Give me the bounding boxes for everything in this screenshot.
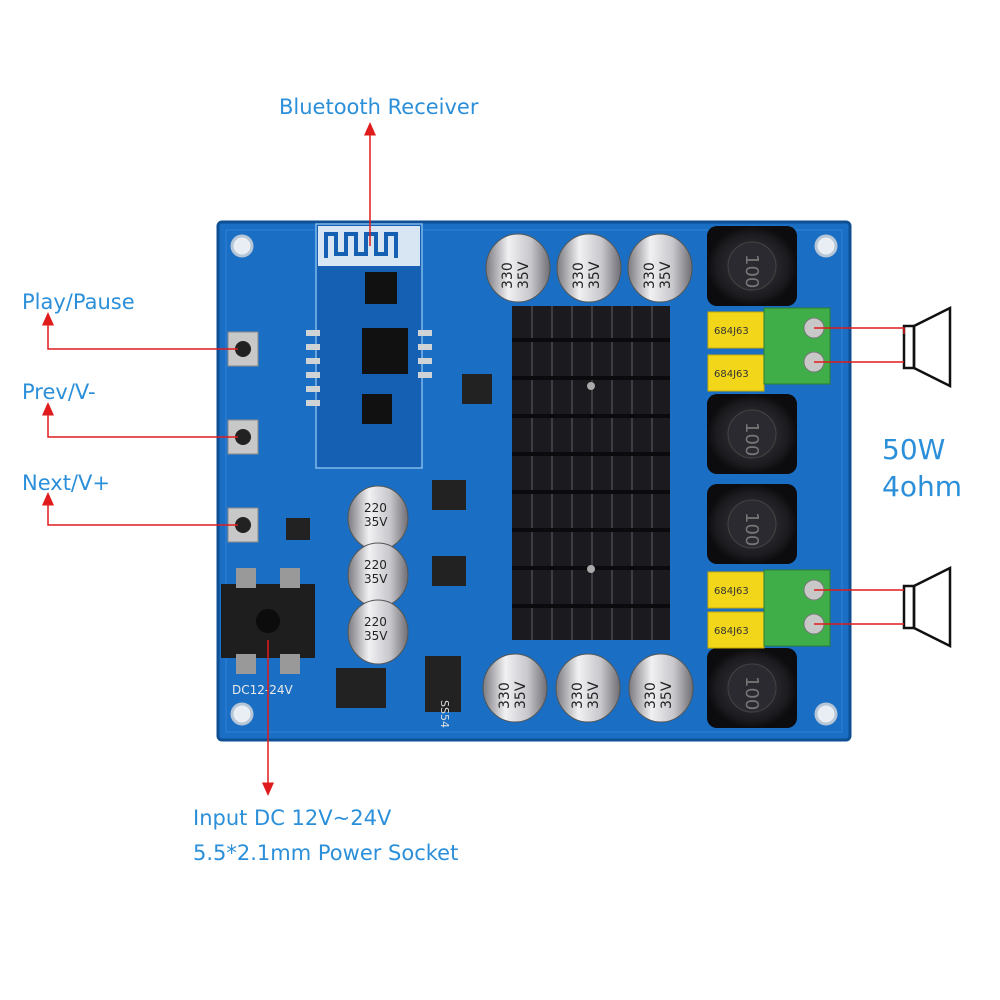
capacitor-top-2 xyxy=(556,233,622,303)
capacitor-bottom-1 xyxy=(482,653,548,723)
cap-value: 220 xyxy=(364,501,387,515)
bluetooth-receiver-label: Bluetooth Receiver xyxy=(279,95,479,119)
inductor-marking: 100 xyxy=(741,512,762,546)
film-cap-marking: 684J63 xyxy=(714,626,749,637)
cap-voltage: 35V xyxy=(586,681,602,709)
cap-value: 220 xyxy=(364,615,387,629)
smd-components xyxy=(286,374,492,712)
cap-value: 330 xyxy=(642,262,658,289)
cap-voltage: 35V xyxy=(513,681,529,709)
cap-voltage: 35V xyxy=(587,261,603,289)
cap-voltage: 35V xyxy=(364,572,388,586)
heatsink xyxy=(512,306,670,640)
play-pause-label: Play/Pause xyxy=(22,290,135,314)
cap-voltage: 35V xyxy=(364,515,388,529)
capacitor-top-3 xyxy=(627,233,693,303)
cap-value: 330 xyxy=(500,262,516,289)
impedance-label: 4ohm xyxy=(882,470,962,503)
inductor-marking: 100 xyxy=(741,422,762,456)
inductor-marking: 100 xyxy=(741,254,762,288)
bluetooth-module xyxy=(306,223,432,469)
film-capacitors xyxy=(707,311,765,649)
inductor-4 xyxy=(707,648,797,728)
cap-voltage: 35V xyxy=(364,629,388,643)
speaker-icon-left xyxy=(902,305,952,389)
speaker-terminal-left xyxy=(763,307,831,385)
capacitor-bottom-3 xyxy=(628,653,694,723)
capacitor-top-1 xyxy=(485,233,551,303)
power-rating-label: 50W xyxy=(882,433,946,466)
cap-voltage: 35V xyxy=(659,681,675,709)
cap-value: 220 xyxy=(364,558,387,572)
cap-value: 330 xyxy=(570,682,586,709)
speaker-terminal-right xyxy=(763,569,831,647)
inductor-marking: 100 xyxy=(741,676,762,710)
film-cap-marking: 684J63 xyxy=(714,326,749,337)
capacitor-small-3 xyxy=(347,599,409,665)
diode-marking: SS54 xyxy=(438,700,451,728)
cap-voltage: 35V xyxy=(516,261,532,289)
dc-power-jack xyxy=(221,568,315,674)
dc-input-marking: DC12-24V xyxy=(232,683,293,697)
cap-value: 330 xyxy=(571,262,587,289)
power-socket-label: 5.5*2.1mm Power Socket xyxy=(193,841,459,865)
annotation-arrows xyxy=(42,122,905,796)
next-label: Next/V+ xyxy=(22,471,110,495)
prev-label: Prev/V- xyxy=(22,380,96,404)
speaker-icon-right xyxy=(902,565,952,649)
capacitor-bottom-2 xyxy=(555,653,621,723)
cap-value: 330 xyxy=(497,682,513,709)
film-cap-marking: 684J63 xyxy=(714,369,749,380)
inductor-1 xyxy=(707,226,797,306)
cap-value: 330 xyxy=(643,682,659,709)
inductor-3 xyxy=(707,484,797,564)
cap-voltage: 35V xyxy=(658,261,674,289)
mounting-holes xyxy=(230,234,838,726)
power-input-label: Input DC 12V~24V xyxy=(193,806,392,830)
film-cap-marking: 684J63 xyxy=(714,586,749,597)
inductor-2 xyxy=(707,394,797,474)
